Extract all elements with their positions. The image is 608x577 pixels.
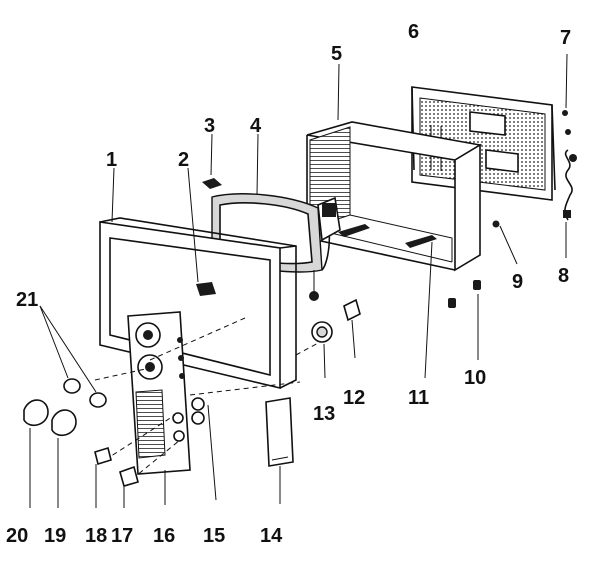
part-20-knob — [23, 399, 49, 508]
callout-21: 21 — [16, 289, 38, 311]
callout-3: 3 — [204, 115, 215, 137]
part-2-bracket — [187, 167, 216, 296]
part-9-screw — [492, 220, 518, 265]
part-18-knob — [94, 446, 112, 508]
callout-10: 10 — [464, 367, 486, 389]
callout-7: 7 — [560, 27, 571, 49]
callout-16: 16 — [153, 525, 175, 547]
part-8-power-cord — [563, 149, 577, 258]
callout-4: 4 — [250, 115, 262, 137]
callout-1: 1 — [106, 149, 117, 171]
part-14-door — [265, 397, 294, 504]
callout-8: 8 — [558, 265, 569, 287]
callout-20: 20 — [6, 525, 28, 547]
callout-5: 5 — [331, 43, 342, 65]
callout-18: 18 — [85, 525, 107, 547]
callout-9: 9 — [512, 271, 523, 293]
callout-6: 6 — [408, 21, 419, 43]
part-16-control-panel — [127, 311, 191, 505]
callout-11: 11 — [408, 387, 429, 409]
callout-15: 15 — [203, 525, 225, 547]
part-21-knobs — [39, 305, 107, 408]
callout-17: 17 — [111, 525, 133, 547]
part-19-knob — [51, 409, 77, 508]
part-7-screw — [562, 53, 571, 135]
callout-19: 19 — [44, 525, 66, 547]
part-13-knob — [311, 321, 333, 379]
part-15-buttons — [191, 397, 217, 501]
part-17-knob — [119, 465, 139, 508]
callout-13: 13 — [313, 403, 335, 425]
part-5-cabinet — [306, 63, 483, 379]
callout-2: 2 — [178, 149, 189, 171]
callout-labels: 1 2 3 4 5 6 7 8 9 10 11 12 13 14 15 16 1… — [6, 21, 571, 547]
part-12-knob — [343, 298, 361, 359]
callout-12: 12 — [343, 387, 365, 409]
callout-14: 14 — [260, 525, 283, 547]
part-3-clip — [202, 133, 222, 189]
